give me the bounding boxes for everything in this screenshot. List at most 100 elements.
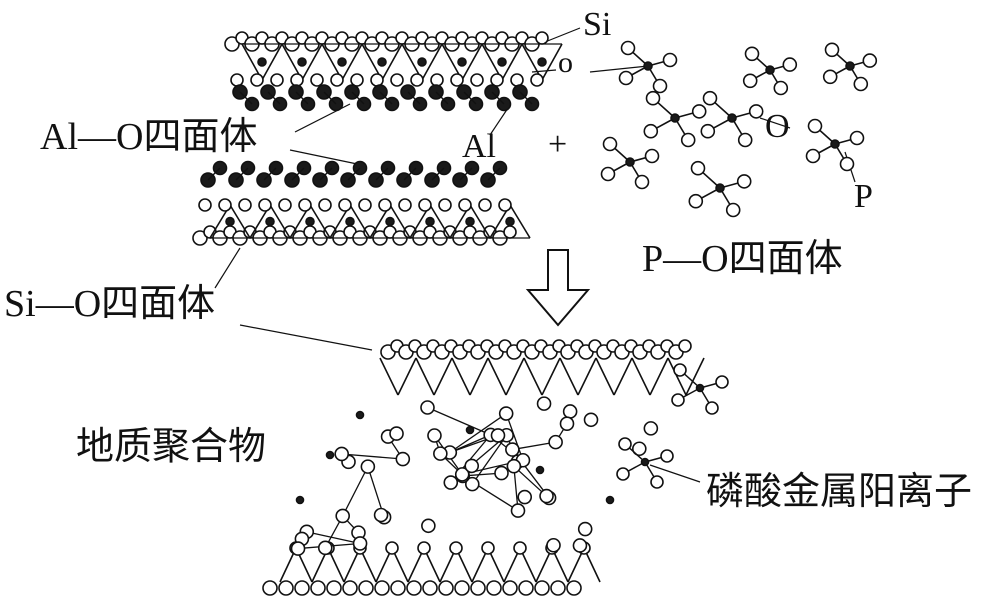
network-atom <box>510 503 526 518</box>
network-atom <box>517 489 533 505</box>
network-atom <box>490 428 506 443</box>
bond <box>207 167 221 181</box>
si-atom-label: Si <box>583 6 612 43</box>
oxygen-atom <box>849 130 865 146</box>
phosphorus-atom <box>465 425 475 435</box>
oxygen-atom <box>498 198 512 212</box>
oxygen-atom <box>634 174 650 190</box>
oxygen-atom <box>418 198 432 212</box>
oxygen-atom <box>258 198 272 212</box>
bond <box>513 465 547 497</box>
network-atom <box>546 537 561 553</box>
oxygen-atom <box>438 198 452 212</box>
oxygen-atom <box>566 580 582 596</box>
oxygen-atom <box>705 401 719 415</box>
network-atom <box>572 538 588 553</box>
oxygen-atom <box>502 580 518 596</box>
oxygen-atom <box>645 90 661 106</box>
bond <box>235 167 249 181</box>
network-atom <box>373 507 389 523</box>
leader-lines <box>214 27 856 483</box>
oxygen-atom <box>417 541 431 555</box>
leader-si-o-lower <box>239 324 373 351</box>
bond <box>595 357 615 396</box>
oxygen-atom <box>278 580 294 596</box>
silicon-atom <box>385 216 395 227</box>
oxygen-atom <box>390 73 404 87</box>
network-atom <box>464 476 480 492</box>
oxygen-atom <box>298 198 312 212</box>
silicon-atom <box>505 216 515 227</box>
oxygen-atom <box>410 73 424 87</box>
bond <box>407 91 421 105</box>
network-atom <box>427 428 442 443</box>
oxygen-atom <box>530 73 544 87</box>
bond <box>461 43 483 81</box>
al-atom-label: Al <box>462 128 496 165</box>
bond <box>301 43 323 81</box>
oxygen-atom <box>688 193 704 209</box>
bond <box>295 91 309 105</box>
bond <box>397 357 417 396</box>
oxygen-atom <box>691 104 707 119</box>
bond <box>463 91 477 105</box>
bond <box>403 167 417 181</box>
network-atom <box>443 475 459 490</box>
network-atom <box>539 488 554 504</box>
bond <box>519 91 533 105</box>
oxygen-atom <box>773 80 789 96</box>
bond <box>459 167 473 181</box>
network-atom <box>559 416 575 431</box>
si-o-tetrahedron-label: Si—O四面体 <box>4 283 216 325</box>
oxygen-atom <box>618 437 632 451</box>
oxygen-atom <box>737 132 753 148</box>
bond <box>381 43 403 81</box>
oxygen-atom <box>535 31 549 45</box>
oxygen-atom <box>600 166 616 182</box>
phosphorus-atom <box>695 383 705 393</box>
phosphorus-atom <box>355 410 365 420</box>
phosphorus-atom <box>670 113 680 123</box>
leader-o <box>759 117 791 129</box>
oxygen-atom <box>310 73 324 87</box>
network-atom <box>464 458 480 474</box>
bond <box>685 357 705 396</box>
bond <box>267 91 281 105</box>
bond <box>449 412 507 454</box>
oxygen-atom <box>513 541 527 555</box>
silicon-atom <box>257 57 267 67</box>
oxygen-atom <box>378 198 392 212</box>
bond <box>501 43 523 81</box>
bond <box>375 167 389 181</box>
leader-o-small-to-po <box>589 65 649 73</box>
oxygen-atom <box>294 580 310 596</box>
bond <box>351 91 365 105</box>
oxygen-atom <box>470 73 484 87</box>
oxygen-atom <box>839 156 855 172</box>
bond <box>541 357 561 396</box>
oxygen-atom <box>782 57 798 72</box>
o-atom-label-small: o <box>558 46 573 79</box>
oxygen-atom <box>862 53 878 68</box>
bond <box>469 357 489 396</box>
network-atom <box>548 434 563 450</box>
network-atom <box>290 541 306 556</box>
oxygen-atom <box>602 136 618 152</box>
oxygen-atom <box>660 449 674 463</box>
network-atom <box>536 396 552 411</box>
oxygen-atom <box>510 73 524 87</box>
bond <box>341 453 403 460</box>
oxygen-atom <box>702 90 718 106</box>
oxygen-atom <box>805 148 821 164</box>
phosphorus-atom <box>643 61 653 71</box>
network-atom <box>454 467 470 482</box>
oxygen-atom <box>616 467 630 481</box>
al-o-tetrahedron-label: Al—O四面体 <box>40 116 258 158</box>
phosphorus-atom <box>640 457 650 467</box>
bond <box>559 357 579 396</box>
bond <box>487 167 501 181</box>
oxygen-atom <box>458 198 472 212</box>
bond <box>229 204 251 239</box>
